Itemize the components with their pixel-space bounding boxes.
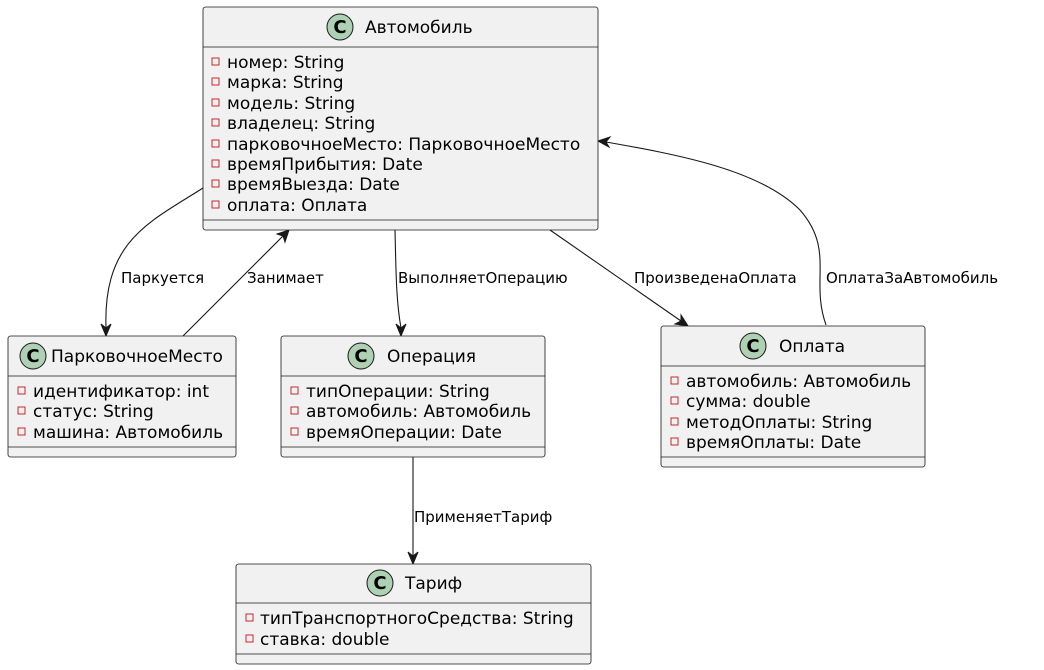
class-oplata[interactable]: C Оплата автомобиль: Автомобиль сумма: d… bbox=[660, 325, 926, 468]
attribute: времяОплаты: Date bbox=[686, 433, 861, 453]
private-marker bbox=[17, 427, 26, 436]
edge-label-oplata-za-avtomobil: ОплатаЗаАвтомобиль bbox=[826, 269, 998, 287]
private-marker bbox=[211, 118, 220, 127]
private-marker bbox=[290, 406, 299, 415]
edge-line bbox=[394, 229, 402, 329]
class-parkovochnoe-mesto[interactable]: C ПарковочноеМесто идентификатор: int ст… bbox=[7, 335, 237, 458]
attribute: ставка: double bbox=[260, 630, 389, 650]
arrowhead bbox=[395, 323, 407, 338]
class-box bbox=[7, 335, 237, 458]
attribute: парковочноеМесто: ПарковочноеМесто bbox=[227, 135, 580, 155]
attribute: времяОперации: Date bbox=[306, 423, 502, 443]
private-marker bbox=[17, 406, 26, 415]
attribute-list: типТранспортногоСредства: String ставка:… bbox=[245, 609, 574, 650]
private-marker bbox=[211, 57, 220, 66]
edge-vypolnyaet-operaciyu: ВыполняетОперацию bbox=[394, 229, 568, 338]
class-box bbox=[202, 6, 599, 231]
edge-line bbox=[105, 187, 204, 329]
attribute: типОперации: String bbox=[306, 382, 490, 402]
class-badge-icon bbox=[19, 342, 47, 370]
private-marker bbox=[211, 77, 220, 86]
class-title: Автомобиль bbox=[365, 18, 473, 38]
attribute: типТранспортногоСредства: String bbox=[260, 609, 574, 629]
class-box bbox=[235, 563, 592, 665]
private-marker bbox=[290, 386, 299, 395]
attribute-list: типОперации: String автомобиль: Автомоби… bbox=[290, 382, 531, 443]
class-badge-letter: C bbox=[26, 346, 39, 367]
class-title: ПарковочноеМесто bbox=[51, 347, 223, 367]
edges: Паркуется Занимает ВыполняетОперацию Про… bbox=[100, 135, 998, 566]
class-title: Оплата bbox=[779, 337, 845, 357]
arrowhead bbox=[596, 135, 612, 149]
attribute: сумма: double bbox=[686, 392, 811, 412]
class-badge-icon bbox=[326, 13, 354, 41]
private-marker bbox=[670, 396, 679, 405]
private-marker bbox=[245, 613, 254, 622]
arrowhead bbox=[275, 229, 290, 244]
attribute: оплата: Оплата bbox=[227, 196, 367, 216]
private-marker bbox=[290, 427, 299, 436]
attribute-list: идентификатор: int статус: String машина… bbox=[17, 382, 223, 443]
arrowhead bbox=[100, 323, 112, 338]
private-marker bbox=[211, 200, 220, 209]
attribute: номер: String bbox=[227, 53, 344, 73]
edge-label-vypolnyaet-operaciyu: ВыполняетОперацию bbox=[398, 269, 568, 287]
attribute: времяПрибытия: Date bbox=[227, 155, 423, 175]
attribute: идентификатор: int bbox=[33, 382, 209, 402]
private-marker bbox=[17, 386, 26, 395]
class-box bbox=[280, 335, 546, 458]
class-title: Тариф bbox=[404, 574, 462, 594]
attribute-list: автомобиль: Автомобиль сумма: double мет… bbox=[670, 372, 911, 453]
edge-zanimaet: Занимает bbox=[182, 229, 324, 337]
attribute: машина: Автомобиль bbox=[33, 423, 223, 443]
class-avtomobil[interactable]: C Автомобиль номер: String марка: String… bbox=[202, 6, 599, 231]
edge-proizvedena-oplata: ПроизведенаОплата bbox=[549, 229, 797, 327]
class-box bbox=[660, 325, 926, 468]
edge-primenyaet-tarif: ПрименяетТариф bbox=[407, 457, 552, 566]
attribute: времяВыезда: Date bbox=[227, 175, 400, 195]
attribute-list: номер: String марка: String модель: Stri… bbox=[211, 53, 580, 216]
class-badge-icon bbox=[366, 569, 394, 597]
edge-label-primenyaet-tarif: ПрименяетТариф bbox=[414, 508, 552, 526]
class-badge-icon bbox=[739, 332, 767, 360]
attribute: модель: String bbox=[227, 94, 355, 114]
attribute: методОплаты: String bbox=[686, 413, 872, 433]
edge-line bbox=[605, 141, 827, 326]
edge-parkuetsya: Паркуется bbox=[100, 187, 204, 338]
private-marker bbox=[670, 437, 679, 446]
class-badge-letter: C bbox=[373, 573, 386, 594]
edge-line bbox=[549, 229, 682, 322]
edge-oplata-za-avtomobil: ОплатаЗаАвтомобиль bbox=[596, 135, 998, 326]
arrowhead bbox=[673, 313, 690, 327]
private-marker bbox=[211, 98, 220, 107]
attribute: автомобиль: Автомобиль bbox=[686, 372, 911, 392]
class-badge-letter: C bbox=[746, 336, 759, 357]
private-marker bbox=[670, 417, 679, 426]
attribute: автомобиль: Автомобиль bbox=[306, 402, 531, 422]
class-badge-letter: C bbox=[354, 346, 367, 367]
private-marker bbox=[245, 634, 254, 643]
attribute: статус: String bbox=[33, 402, 154, 422]
attribute: марка: String bbox=[227, 73, 344, 93]
class-badge-icon bbox=[347, 342, 375, 370]
class-tarif[interactable]: C Тариф типТранспортногоСредства: String… bbox=[235, 563, 592, 665]
edge-line bbox=[182, 235, 284, 337]
class-badge-letter: C bbox=[333, 17, 346, 38]
class-operaciya[interactable]: C Операция типОперации: String автомобил… bbox=[280, 335, 546, 458]
attribute: владелец: String bbox=[227, 114, 375, 134]
edge-label-proizvedena-oplata: ПроизведенаОплата bbox=[634, 269, 797, 287]
class-title: Операция bbox=[387, 347, 476, 367]
arrowhead bbox=[407, 551, 419, 566]
private-marker bbox=[670, 376, 679, 385]
edge-label-parkuetsya: Паркуется bbox=[121, 269, 204, 287]
private-marker bbox=[211, 179, 220, 188]
edge-label-zanimaet: Занимает bbox=[247, 269, 324, 287]
private-marker bbox=[211, 139, 220, 148]
private-marker bbox=[211, 159, 220, 168]
